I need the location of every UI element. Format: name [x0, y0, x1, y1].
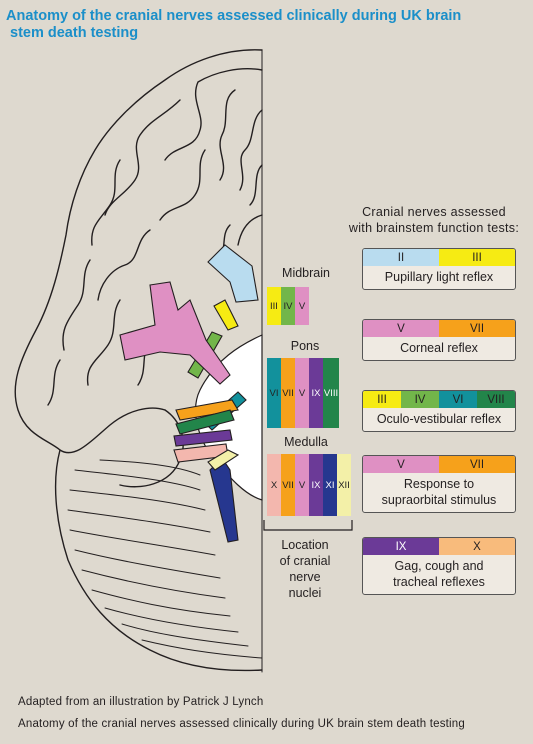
nucleus-cell: IX: [309, 454, 323, 516]
nerve-bar: V VII: [363, 456, 515, 473]
caption-line: Anatomy of the cranial nerves assessed c…: [18, 718, 465, 730]
cerebellum-folia: [67, 459, 263, 659]
nerve-bar: V VII: [363, 320, 515, 337]
nucleus-cell: IV: [281, 287, 295, 325]
legend-heading-line-2: with brainstem function tests:: [348, 221, 520, 235]
test-name: Gag, cough and tracheal reflexes: [363, 555, 515, 594]
test-box-supraorbital-stimulus: V VII Response to supraorbital stimulus: [362, 455, 516, 513]
location-label-line-2: of cranial: [279, 554, 331, 568]
oculomotor-nerve-iii: [213, 299, 239, 331]
legend-heading-line-1: Cranial nerves assessed: [362, 205, 506, 219]
glossopharyngeal-nerve-ix: [173, 429, 233, 447]
nerve-bar: III IV VI VIII: [363, 391, 515, 408]
cerebrum-outline: [14, 49, 263, 454]
pons-label: Pons: [290, 339, 320, 353]
nerve-cell: X: [439, 538, 515, 555]
nerve-cell: VII: [439, 320, 515, 337]
nerve-cell: VII: [439, 456, 515, 473]
test-name-line-1: Gag, cough and: [394, 559, 484, 573]
nucleus-cell: III: [267, 287, 281, 325]
nuclei-bracket: [263, 520, 353, 531]
test-name-line-1: Response to: [403, 477, 475, 491]
test-box-corneal-reflex: V VII Corneal reflex: [362, 319, 516, 361]
test-name-line-2: tracheal reflexes: [393, 575, 485, 589]
accessory-nerve-xi: [209, 457, 239, 543]
nerve-bar: IX X: [363, 538, 515, 555]
trigeminal-nerve-v: [119, 281, 231, 385]
nerve-cell: IV: [401, 391, 439, 408]
title-line-1: Anatomy of the cranial nerves assessed c…: [6, 8, 462, 24]
location-label-line-1: Location: [281, 538, 329, 552]
nerve-cell: II: [363, 249, 439, 266]
nucleus-cell: VIII: [323, 358, 339, 428]
nucleus-cell: VII: [281, 454, 295, 516]
nucleus-cell: XII: [337, 454, 351, 516]
nucleus-cell: XI: [323, 454, 337, 516]
location-label-line-4: nuclei: [288, 586, 322, 600]
test-box-pupillary-light-reflex: II III Pupillary light reflex: [362, 248, 516, 290]
medulla-label: Medulla: [284, 435, 328, 449]
location-label-line-3: nerve: [289, 570, 321, 584]
nerve-cell: V: [363, 456, 439, 473]
nerve-cell: VIII: [477, 391, 515, 408]
nerve-cell: IX: [363, 538, 439, 555]
nucleus-cell: VI: [267, 358, 281, 428]
title-line-2: stem death testing: [10, 25, 139, 41]
test-box-oculo-vestibular-reflex: III IV VI VIII Oculo-vestibular reflex: [362, 390, 516, 432]
nerve-cell: III: [439, 249, 515, 266]
midbrain-label: Midbrain: [282, 266, 330, 280]
location-label: Location of cranial nerve nuclei: [262, 537, 348, 601]
legend-heading: Cranial nerves assessed with brainstem f…: [336, 204, 532, 236]
nerve-bar: II III: [363, 249, 515, 266]
test-name: Response to supraorbital stimulus: [363, 473, 515, 512]
figure-title: Anatomy of the cranial nerves assessed c…: [6, 8, 526, 42]
facial-nerve-vii: [175, 399, 239, 421]
temporal-lobe-edge: [119, 409, 184, 488]
test-name: Oculo-vestibular reflex: [376, 412, 502, 426]
gyri-lines: [47, 68, 263, 406]
nucleus-cell: X: [267, 454, 281, 516]
nerve-cell: VI: [439, 391, 477, 408]
nucleus-cell: V: [295, 287, 309, 325]
cerebellum-outline: [54, 449, 263, 672]
test-name: Corneal reflex: [400, 341, 478, 355]
pons-nuclei: VI VII V IX VIII: [267, 358, 339, 428]
midbrain-nuclei: III IV V: [267, 287, 309, 325]
nucleus-cell: V: [295, 358, 309, 428]
optic-nerve-ii: [207, 244, 259, 303]
medulla-nuclei: X VII V IX XI XII: [267, 454, 351, 516]
nerve-cell: III: [363, 391, 401, 408]
nerve-cell: V: [363, 320, 439, 337]
nucleus-cell: IX: [309, 358, 323, 428]
vestibulocochlear-nerve-viii: [175, 409, 235, 435]
test-box-gag-cough-reflexes: IX X Gag, cough and tracheal reflexes: [362, 537, 516, 595]
credit-line: Adapted from an illustration by Patrick …: [18, 696, 264, 708]
test-name: Pupillary light reflex: [384, 270, 494, 284]
test-name-line-2: supraorbital stimulus: [381, 493, 497, 507]
nucleus-cell: V: [295, 454, 309, 516]
hypoglossal-nerve-xii: [207, 449, 240, 471]
nucleus-cell: VII: [281, 358, 295, 428]
